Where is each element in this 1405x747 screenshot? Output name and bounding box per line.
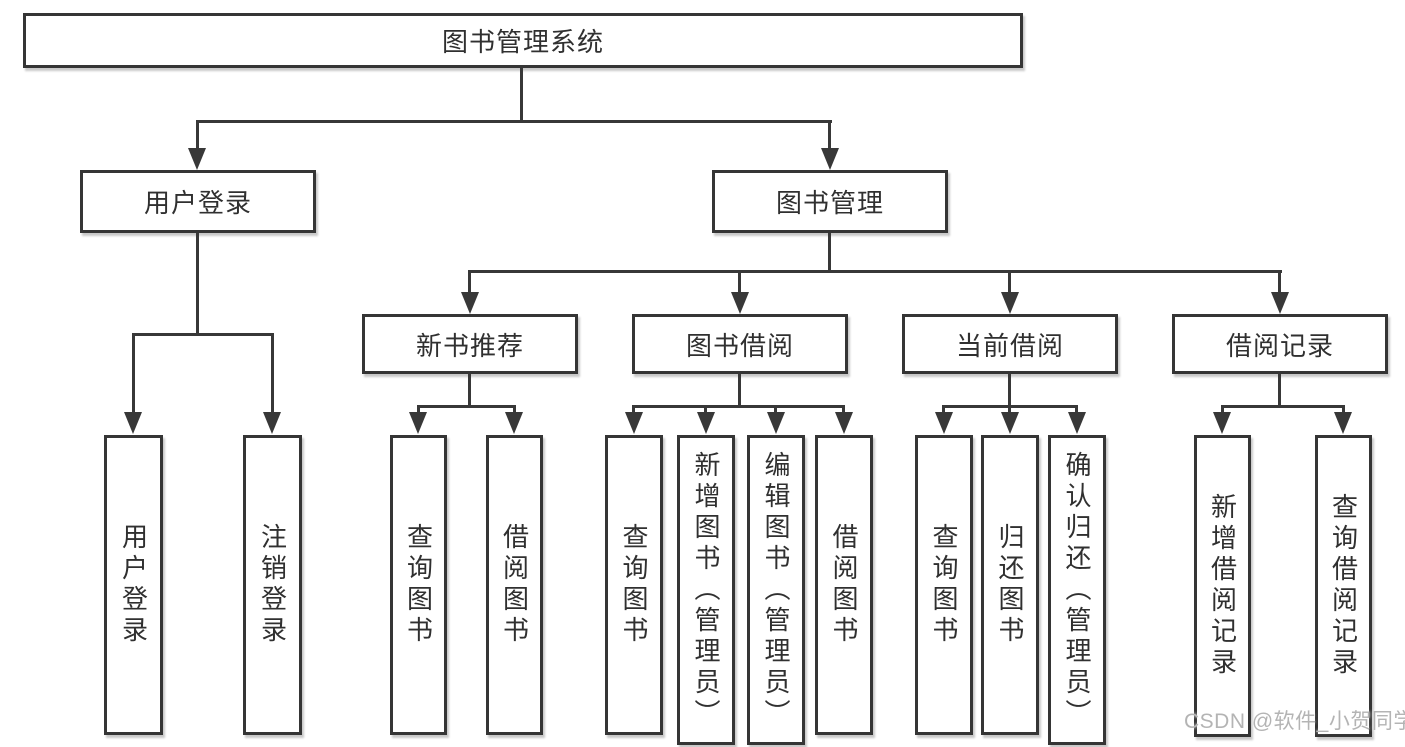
leaf-label: 查询图书 [403, 523, 434, 647]
leaf-label: 查询借阅记录 [1328, 493, 1359, 679]
arrow-down-icon [505, 412, 523, 434]
connector-line [132, 333, 274, 336]
arrow-down-icon [935, 412, 953, 434]
leaf-label: 编辑图书（管理员） [761, 450, 791, 730]
connector-line [132, 333, 135, 413]
leaf-label: 确认归还（管理员） [1062, 450, 1092, 730]
arrow-down-icon [461, 292, 479, 314]
connector-line [942, 405, 945, 413]
arrow-down-icon [1271, 292, 1289, 314]
node-current-borrow: 当前借阅 [902, 314, 1118, 374]
arrow-down-icon [697, 412, 715, 434]
connector-line [632, 405, 635, 413]
node-book-borrow: 图书借阅 [632, 314, 848, 374]
leaf-current-confirm-return: 确认归还（管理员） [1048, 435, 1106, 745]
leaf-logout: 注销登录 [243, 435, 302, 735]
leaf-borrow-query-books: 查询图书 [605, 435, 663, 735]
arrow-down-icon [188, 148, 206, 170]
connector-line [468, 270, 1282, 273]
leaf-newbook-query-books: 查询图书 [390, 435, 447, 735]
leaf-borrow-borrow-books: 借阅图书 [815, 435, 873, 735]
connector-line [1008, 374, 1011, 405]
leaf-borrow-add-books: 新增图书（管理员） [677, 435, 735, 745]
connector-line [468, 374, 471, 405]
connector-line [828, 233, 831, 270]
leaf-label: 查询图书 [619, 523, 649, 647]
arrow-down-icon [1001, 292, 1019, 314]
connector-line [468, 270, 471, 294]
connector-line [417, 405, 420, 413]
connector-line [1278, 270, 1281, 294]
node-borrow-records: 借阅记录 [1172, 314, 1388, 374]
arrow-down-icon [1001, 412, 1019, 434]
arrow-down-icon [263, 412, 281, 434]
leaf-borrow-edit-books: 编辑图书（管理员） [747, 435, 805, 745]
leaf-label: 新增借阅记录 [1207, 493, 1238, 679]
connector-line [828, 120, 831, 150]
connector-line [196, 120, 832, 123]
connector-line [1008, 270, 1011, 294]
connector-line [271, 333, 274, 413]
connector-line [704, 405, 707, 413]
connector-line [1075, 405, 1078, 413]
arrow-down-icon [731, 292, 749, 314]
node-new-book-recommend: 新书推荐 [362, 314, 578, 374]
connector-line [1221, 405, 1224, 413]
connector-line [196, 120, 199, 150]
leaf-label: 注销登录 [257, 523, 288, 647]
leaf-current-return-books: 归还图书 [981, 435, 1039, 735]
arrow-down-icon [124, 412, 142, 434]
connector-line [632, 405, 845, 408]
arrow-down-icon [1334, 412, 1352, 434]
leaf-label: 归还图书 [995, 523, 1025, 647]
arrow-down-icon [835, 412, 853, 434]
leaf-records-query-record: 查询借阅记录 [1315, 435, 1372, 737]
connector-line [774, 405, 777, 413]
connector-line [1278, 374, 1281, 405]
leaf-label: 查询图书 [929, 523, 959, 647]
node-user-login: 用户登录 [80, 170, 316, 233]
connector-line [842, 405, 845, 413]
arrow-down-icon [767, 412, 785, 434]
connector-line [513, 405, 516, 413]
connector-line [1342, 405, 1345, 413]
connector-line [1008, 405, 1011, 413]
arrow-down-icon [409, 412, 427, 434]
leaf-label: 借阅图书 [499, 523, 530, 647]
leaf-label: 新增图书（管理员） [691, 450, 721, 730]
arrow-down-icon [1213, 412, 1231, 434]
leaf-label: 借阅图书 [829, 523, 859, 647]
leaf-user-login: 用户登录 [104, 435, 163, 735]
leaf-current-query-books: 查询图书 [915, 435, 973, 735]
connector-line [738, 270, 741, 294]
connector-line [738, 374, 741, 405]
leaf-label: 用户登录 [118, 523, 149, 647]
connector-line [196, 233, 199, 333]
connector-line [1221, 405, 1345, 408]
connector-line [417, 405, 516, 408]
node-book-management: 图书管理 [712, 170, 948, 233]
connector-line [520, 68, 523, 120]
arrow-down-icon [821, 148, 839, 170]
leaf-records-add-record: 新增借阅记录 [1194, 435, 1251, 737]
node-root: 图书管理系统 [23, 13, 1023, 68]
leaf-newbook-borrow-books: 借阅图书 [486, 435, 543, 735]
arrow-down-icon [1068, 412, 1086, 434]
arrow-down-icon [625, 412, 643, 434]
csdn-watermark: CSDN @软件_小贺同学 [1184, 710, 1405, 733]
